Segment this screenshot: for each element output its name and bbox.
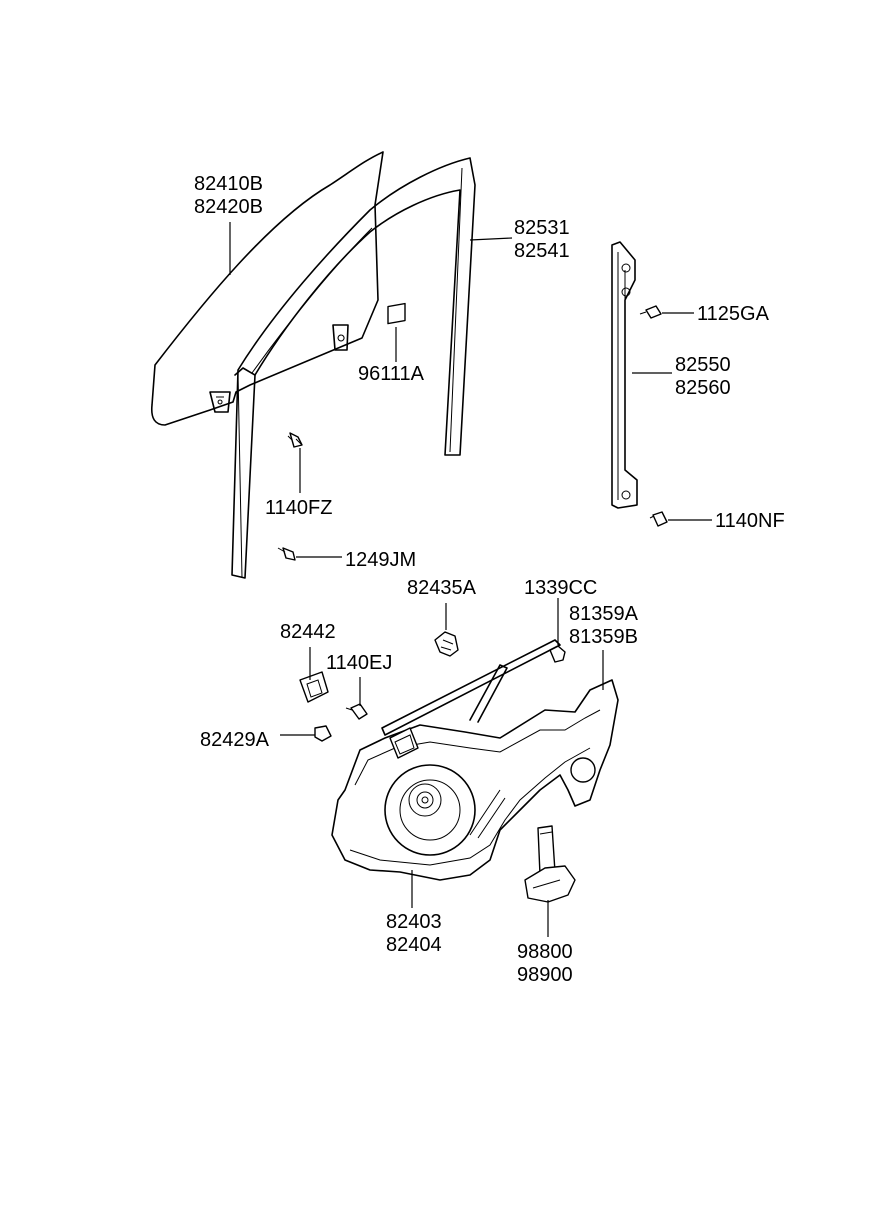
clip-82435a: [434, 631, 459, 657]
label-sticker: 96111A: [358, 363, 424, 385]
leader-lines: [229, 222, 712, 937]
window-regulator: [331, 639, 619, 881]
bolt-1140fz: [287, 432, 303, 448]
rear-run-channel: [611, 241, 638, 509]
label-motor-1: 98800: [517, 941, 573, 963]
label-bolt-1125ga: 1125GA: [697, 303, 769, 325]
sticker-96111a: [387, 302, 406, 325]
label-bracket-2: 81359B: [569, 626, 638, 648]
label-bolt-1140fz: 1140FZ: [265, 497, 333, 519]
bolt-1140nf: [649, 511, 668, 527]
label-retainer-82442: 82442: [280, 621, 336, 643]
front-run-channel: [231, 157, 476, 579]
label-front-channel-1: 82531: [514, 217, 570, 239]
label-nut-1339cc: 1339CC: [524, 577, 598, 599]
label-regulator-1: 82403: [386, 911, 442, 933]
label-motor-2: 98900: [517, 964, 573, 986]
label-bolt-1140nf: 1140NF: [715, 510, 785, 532]
bolt-1140ej: [345, 703, 368, 720]
grommet-82429a: [314, 725, 332, 742]
label-regulator-2: 82404: [386, 934, 442, 956]
label-rear-channel-2: 82560: [675, 377, 731, 399]
door-glass: [150, 151, 384, 426]
screw-1249jm: [277, 547, 296, 561]
label-rear-channel-1: 82550: [675, 354, 731, 376]
label-bolt-1140ej: 1140EJ: [326, 652, 393, 674]
label-grommet-82429a: 82429A: [200, 729, 269, 751]
label-front-channel-2: 82541: [514, 240, 570, 262]
retainer-82442: [299, 671, 329, 703]
bolt-1125ga: [639, 305, 662, 319]
label-screw-1249jm: 1249JM: [345, 549, 417, 571]
label-clip-82435a: 82435A: [407, 577, 476, 599]
window-motor: [524, 825, 576, 903]
label-glass-1: 82410B: [194, 173, 263, 195]
label-bracket-1: 81359A: [569, 603, 638, 625]
label-glass-2: 82420B: [194, 196, 263, 218]
